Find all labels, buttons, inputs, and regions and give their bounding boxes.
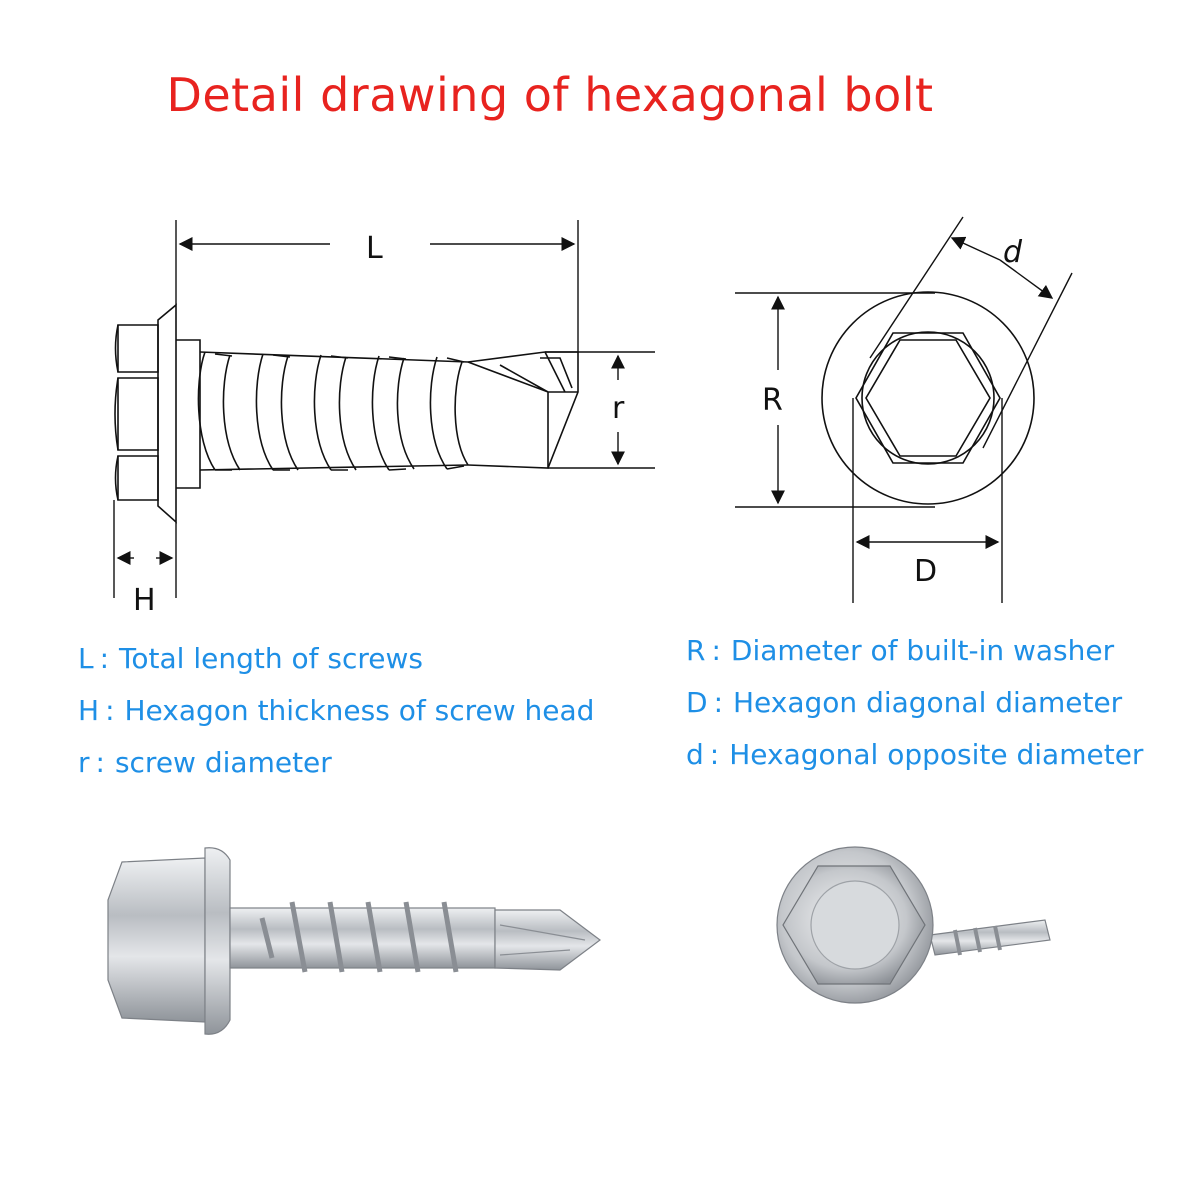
side-view [114,303,579,524]
dimension-D [852,398,1003,603]
label-D: D [914,554,937,589]
label-r: r [612,391,625,426]
legend-item-D: D:Hexagon diagonal diameter [686,686,1123,719]
hex-head [117,324,159,501]
hexagon-outline [855,332,1001,464]
legend-item-r: r:screw diameter [78,746,332,779]
dimension-H [113,500,177,598]
label-R: R [762,383,783,418]
screw-shank [199,351,469,471]
legend-right: R:Diameter of built-in washer D:Hexagon … [686,634,1143,790]
legend-left: L:Total length of screws H:Hexagon thick… [78,642,594,798]
threads [197,351,469,471]
legend-item-L: L:Total length of screws [78,642,423,675]
legend-item-d: d:Hexagonal opposite diameter [686,738,1144,771]
dimension-d [869,216,1073,449]
hex-inner-circle [861,331,995,465]
dimension-r [545,351,655,469]
page-title: Detail drawing of hexagonal bolt [166,68,934,122]
dimension-L [175,220,579,352]
legend-item-R: R:Diameter of built-in washer [686,634,1115,667]
washer-circle [821,291,1035,505]
label-d: d [1003,235,1023,270]
screw-photo-end [776,846,1051,1004]
dimension-R [735,292,935,508]
screw-photo-side [107,847,601,1035]
label-H: H [133,583,156,618]
legend-item-H: H:Hexagon thickness of screw head [78,694,595,727]
label-L: L [366,231,383,266]
drill-tip [467,351,579,469]
washer-flange [157,303,177,524]
end-view [821,291,1035,505]
